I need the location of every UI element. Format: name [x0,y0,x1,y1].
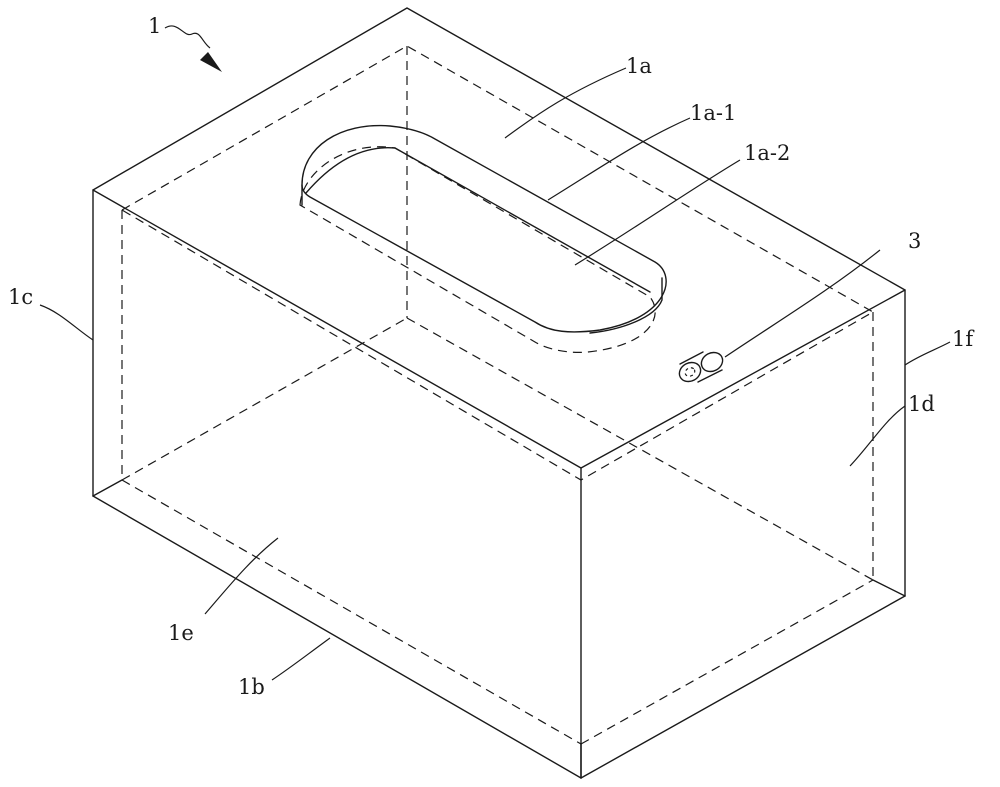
slot [302,126,666,333]
front-bottom-edge [93,496,581,778]
inner-corner-front-left [93,480,122,496]
leader-port [725,250,880,357]
port-hole [684,366,697,378]
leader-left-face [40,305,93,340]
slot-rim-right-depth [590,278,662,333]
leader-right-face [850,406,905,466]
inner-bottom-front-hidden [122,480,581,744]
label-bottom-face: 1b [238,675,265,699]
top-face-outline [93,8,905,468]
port-component [676,349,726,385]
label-right-end-edge: 1f [952,327,975,351]
label-slot-rim: 1a-1 [690,101,736,125]
label-top-face: 1a [626,54,652,78]
label-slot-opening: 1a-2 [744,141,790,165]
label-front-face: 1e [168,621,194,645]
leader-top-face [505,68,626,138]
leader-lines [40,26,950,680]
wall-thickness-lines [93,480,905,778]
slot-underside-hidden [300,147,655,353]
leader-assembly-arrowhead [200,52,222,72]
slot-rim-outline [302,126,666,332]
leader-right-end-edge [905,342,950,365]
leader-assembly [165,26,210,48]
inner-bottom-right-hidden [407,318,873,580]
inner-bottom-left-hidden [122,318,407,480]
inner-top-hidden [122,46,873,480]
leader-slot-opening [575,160,740,265]
slot-rim-inner-line [306,148,650,292]
label-right-face: 1d [908,392,935,416]
label-port: 3 [908,229,921,253]
reference-labels: 1 1a 1a-1 1a-2 3 1c 1f 1d 1e 1b [8,14,975,699]
label-left-face: 1c [8,285,33,309]
inner-bottom-right-front-hidden [581,580,873,744]
box-outline [93,8,905,778]
inner-corner-right-bottom [873,580,905,596]
leader-slot-rim [548,118,690,200]
right-bottom-edge [581,596,905,778]
leader-bottom-face [272,638,330,680]
label-assembly: 1 [148,14,161,38]
